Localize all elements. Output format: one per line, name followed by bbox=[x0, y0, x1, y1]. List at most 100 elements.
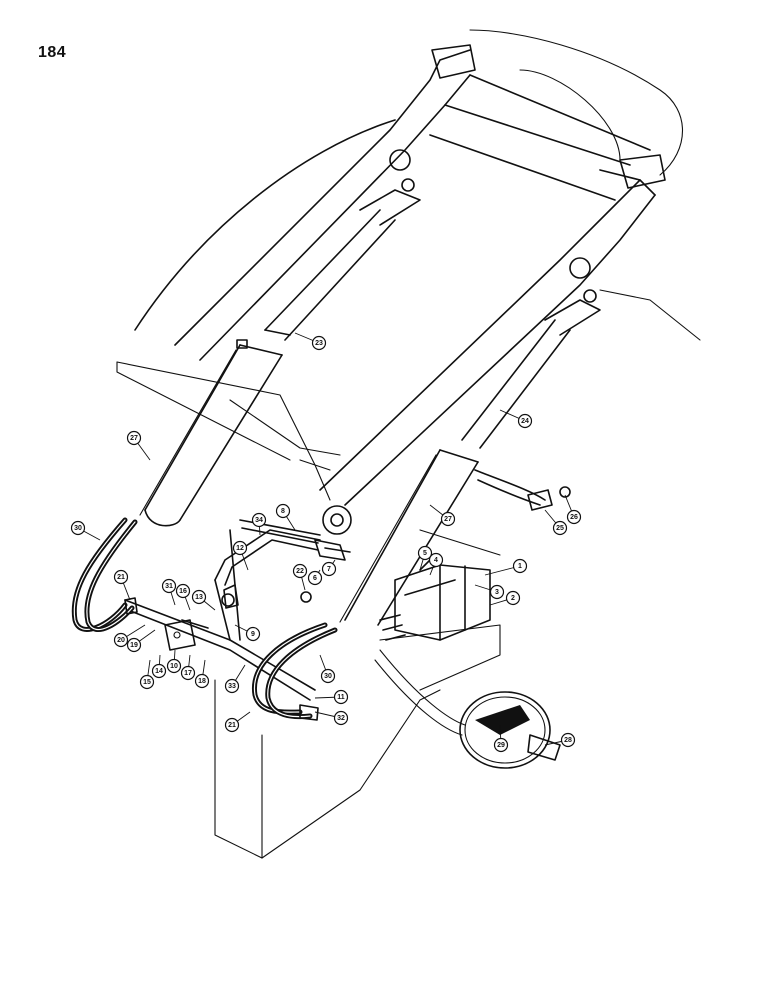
callout-label: 7 bbox=[327, 566, 331, 573]
callout-circle bbox=[224, 678, 240, 694]
callout-circle bbox=[113, 632, 129, 648]
callout-29: 29 bbox=[493, 724, 509, 753]
callout-21: 21 bbox=[224, 711, 251, 733]
callout-circle bbox=[232, 540, 248, 556]
callout-label: 26 bbox=[570, 514, 578, 521]
callout-circle bbox=[512, 558, 528, 574]
callout-label: 14 bbox=[155, 668, 163, 675]
callout-21: 21 bbox=[113, 569, 131, 601]
callout-label: 27 bbox=[130, 435, 138, 442]
callout-label: 3 bbox=[495, 589, 499, 596]
tractor-frame bbox=[116, 29, 701, 859]
callout-13: 13 bbox=[191, 589, 216, 611]
callout-25: 25 bbox=[544, 509, 568, 536]
callout-15: 15 bbox=[139, 659, 155, 690]
callout-label: 5 bbox=[423, 550, 427, 557]
callout-16: 16 bbox=[175, 583, 191, 611]
callout-label: 16 bbox=[179, 588, 187, 595]
callout-6: 6 bbox=[307, 569, 323, 586]
callout-circle bbox=[139, 674, 155, 690]
callout-circle bbox=[417, 545, 433, 561]
callout-19: 19 bbox=[126, 629, 156, 653]
callout-18: 18 bbox=[194, 659, 210, 689]
left-lift-cylinder bbox=[139, 209, 396, 527]
callout-label: 32 bbox=[337, 715, 345, 722]
callout-7: 7 bbox=[321, 559, 337, 577]
callout-label: 27 bbox=[444, 516, 452, 523]
hydraulic-hoses bbox=[71, 469, 546, 720]
callout-circle bbox=[70, 520, 86, 536]
callout-27: 27 bbox=[429, 504, 456, 527]
callout-circle bbox=[321, 561, 337, 577]
callout-20: 20 bbox=[113, 624, 146, 648]
callout-1: 1 bbox=[484, 558, 528, 576]
callout-label: 29 bbox=[497, 742, 505, 749]
callout-23: 23 bbox=[294, 332, 327, 351]
callout-22: 22 bbox=[292, 563, 308, 591]
callout-10: 10 bbox=[166, 649, 182, 674]
callout-label: 21 bbox=[117, 574, 125, 581]
callout-label: 6 bbox=[313, 575, 317, 582]
callout-circle bbox=[151, 663, 167, 679]
callout-circle bbox=[517, 413, 533, 429]
callout-14: 14 bbox=[151, 654, 167, 679]
callout-circle bbox=[440, 511, 456, 527]
callout-31: 31 bbox=[161, 578, 177, 606]
callout-33: 33 bbox=[224, 664, 246, 694]
callout-34: 34 bbox=[251, 512, 267, 536]
page-number: 184 bbox=[38, 44, 67, 61]
callout-circle bbox=[311, 335, 327, 351]
callout-label: 30 bbox=[324, 673, 332, 680]
callout-2: 2 bbox=[489, 590, 521, 606]
callout-circle bbox=[191, 589, 207, 605]
callout-circle bbox=[224, 717, 240, 733]
callout-label: 1 bbox=[518, 563, 522, 570]
callout-circle bbox=[126, 430, 142, 446]
callout-label: 19 bbox=[130, 642, 138, 649]
callout-circle bbox=[566, 509, 582, 525]
callout-label: 24 bbox=[521, 418, 529, 425]
callout-label: 20 bbox=[117, 637, 125, 644]
callout-label: 21 bbox=[228, 722, 236, 729]
callout-30: 30 bbox=[70, 520, 101, 541]
callout-label: 12 bbox=[236, 545, 244, 552]
callout-9: 9 bbox=[234, 624, 261, 642]
callout-label: 22 bbox=[296, 568, 304, 575]
callout-circle bbox=[180, 665, 196, 681]
callout-32: 32 bbox=[314, 710, 349, 726]
callout-28: 28 bbox=[544, 732, 576, 748]
callout-circle bbox=[161, 578, 177, 594]
callout-label: 15 bbox=[143, 679, 151, 686]
callout-label: 2 bbox=[511, 595, 515, 602]
callout-circle bbox=[493, 737, 509, 753]
callout-label: 17 bbox=[184, 670, 192, 677]
callout-26: 26 bbox=[564, 494, 582, 525]
callout-circle bbox=[552, 520, 568, 536]
callout-17: 17 bbox=[180, 654, 196, 681]
callout-label: 30 bbox=[74, 525, 82, 532]
callout-label: 13 bbox=[195, 594, 203, 601]
callout-3: 3 bbox=[474, 584, 505, 600]
callout-circle bbox=[333, 710, 349, 726]
callout-11: 11 bbox=[314, 689, 349, 705]
fittings bbox=[124, 486, 571, 721]
callout-circle bbox=[505, 590, 521, 606]
callout-circle bbox=[245, 626, 261, 642]
callout-circle bbox=[126, 637, 142, 653]
callout-circle bbox=[175, 583, 191, 599]
hose-clamp-detail bbox=[374, 649, 561, 769]
callout-circle bbox=[320, 668, 336, 684]
callout-label: 31 bbox=[165, 583, 173, 590]
callout-5: 5 bbox=[417, 545, 433, 571]
callout-circle bbox=[194, 673, 210, 689]
callout-label: 10 bbox=[170, 663, 178, 670]
callout-label: 23 bbox=[315, 340, 323, 347]
loader-boom bbox=[134, 44, 666, 535]
callout-circle bbox=[113, 569, 129, 585]
callout-circle bbox=[251, 512, 267, 528]
callout-4: 4 bbox=[428, 552, 444, 576]
callout-circle bbox=[166, 658, 182, 674]
callout-circle bbox=[560, 732, 576, 748]
callout-27: 27 bbox=[126, 430, 151, 461]
callout-label: 28 bbox=[564, 737, 572, 744]
